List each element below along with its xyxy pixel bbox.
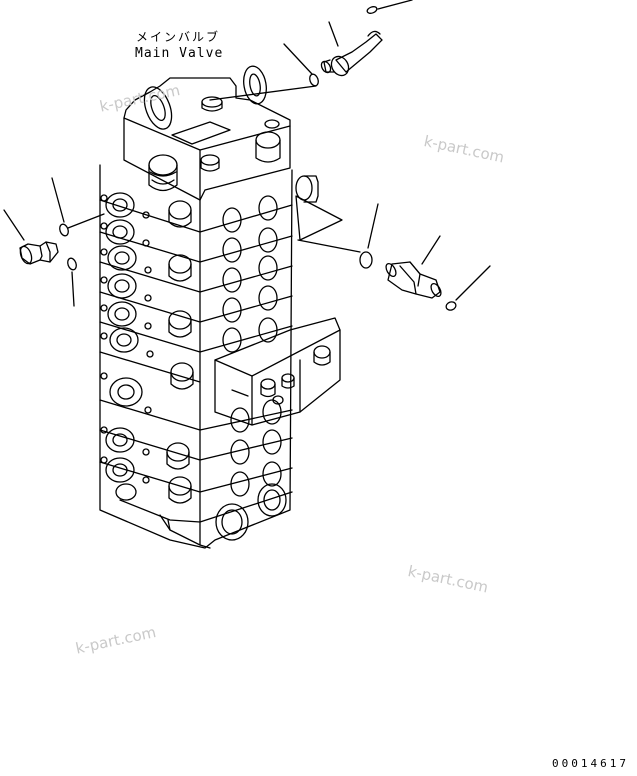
elbow-fitting-top <box>320 21 383 77</box>
o-ring-left-upper <box>51 177 105 237</box>
o-ring-left-lower <box>67 257 77 307</box>
front-face-spool-caps <box>166 200 194 504</box>
o-ring-upper <box>209 43 319 101</box>
port-adapter-left <box>3 209 59 265</box>
side-relief-block <box>214 317 341 426</box>
o-ring-top <box>366 0 413 14</box>
part-label-jp: メインバルブ <box>136 30 221 44</box>
right-face-ports <box>215 195 287 541</box>
main-valve-body <box>99 65 341 549</box>
reference-number: 00014617 <box>552 757 629 770</box>
o-ring-far-right <box>445 265 491 311</box>
o-ring-right <box>359 203 379 269</box>
straight-adapter-right <box>385 235 442 299</box>
port-adapter-right <box>295 175 361 253</box>
part-label-en: Main Valve <box>135 46 224 61</box>
left-face-flanges <box>100 192 154 501</box>
